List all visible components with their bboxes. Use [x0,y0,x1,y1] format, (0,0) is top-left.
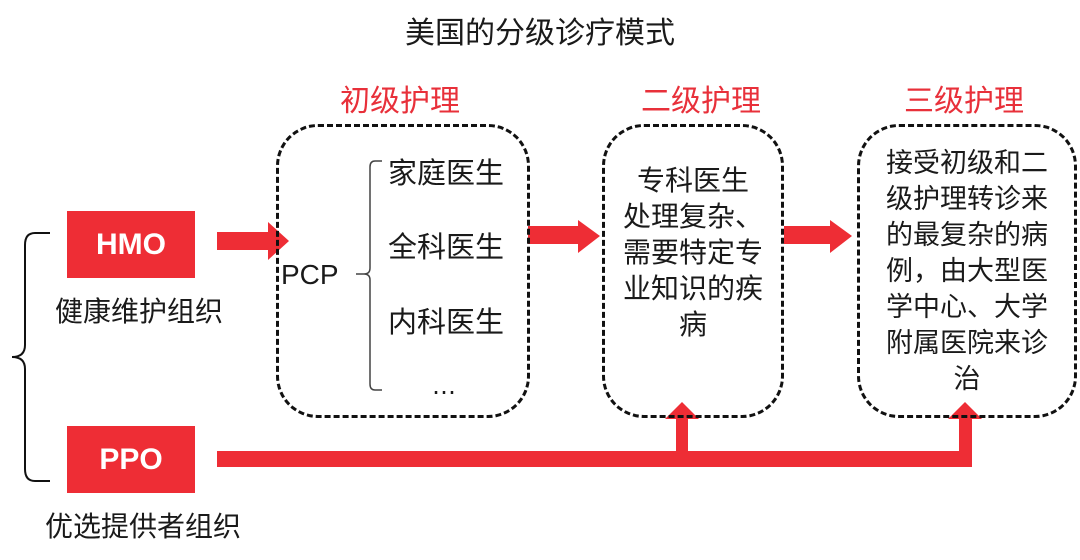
tertiary-line: 级护理转诊来 [886,184,1048,215]
primary-item-more: … [432,372,456,400]
primary-care-title: 初级护理 [340,84,460,119]
hmo-box: HMO [67,211,195,278]
ppo-box: PPO [67,426,195,493]
primary-item-general-practitioner: 全科医生 [388,230,505,264]
secondary-care-description: 专科医生 处理复杂、 需要特定专 业知识的疾 病 [606,163,780,343]
arrow-secondary-to-tertiary [784,220,852,253]
tertiary-line: 接受初级和二 [886,148,1048,179]
pcp-brace [356,160,382,391]
tertiary-care-box [857,124,1077,418]
primary-care-box [276,124,530,418]
diagram-title: 美国的分级诊疗模式 [405,16,675,51]
tertiary-line: 例，由大型医 [886,256,1048,287]
secondary-line: 处理复杂、 [622,200,763,233]
tertiary-care-description: 接受初级和二 级护理转诊来 的最复杂的病 例，由大型医 学中心、大学 附属医院来… [862,146,1072,398]
secondary-line: 专科医生 [636,164,749,197]
hmo-label: 健康维护组织 [55,295,224,328]
arrow-primary-to-secondary [528,220,600,253]
tertiary-line: 治 [953,364,981,395]
tertiary-line: 附属医院来诊 [886,328,1048,359]
primary-item-internist: 内科医生 [388,305,505,339]
tertiary-care-title: 三级护理 [904,84,1024,119]
primary-item-family-doctor: 家庭医生 [388,156,505,190]
secondary-line: 病 [678,308,707,341]
plans-brace [11,232,50,482]
secondary-line: 需要特定专 [622,236,763,269]
secondary-care-box [602,124,784,418]
pcp-label: PCP [281,259,339,290]
arrow-ppo-to-secondary-tertiary [217,402,982,467]
ppo-label: 优选提供者组织 [45,510,242,543]
secondary-care-title: 二级护理 [641,84,761,119]
tertiary-line: 学中心、大学 [886,292,1048,323]
secondary-line: 业知识的疾 [622,272,763,305]
tertiary-line: 的最复杂的病 [886,220,1048,251]
